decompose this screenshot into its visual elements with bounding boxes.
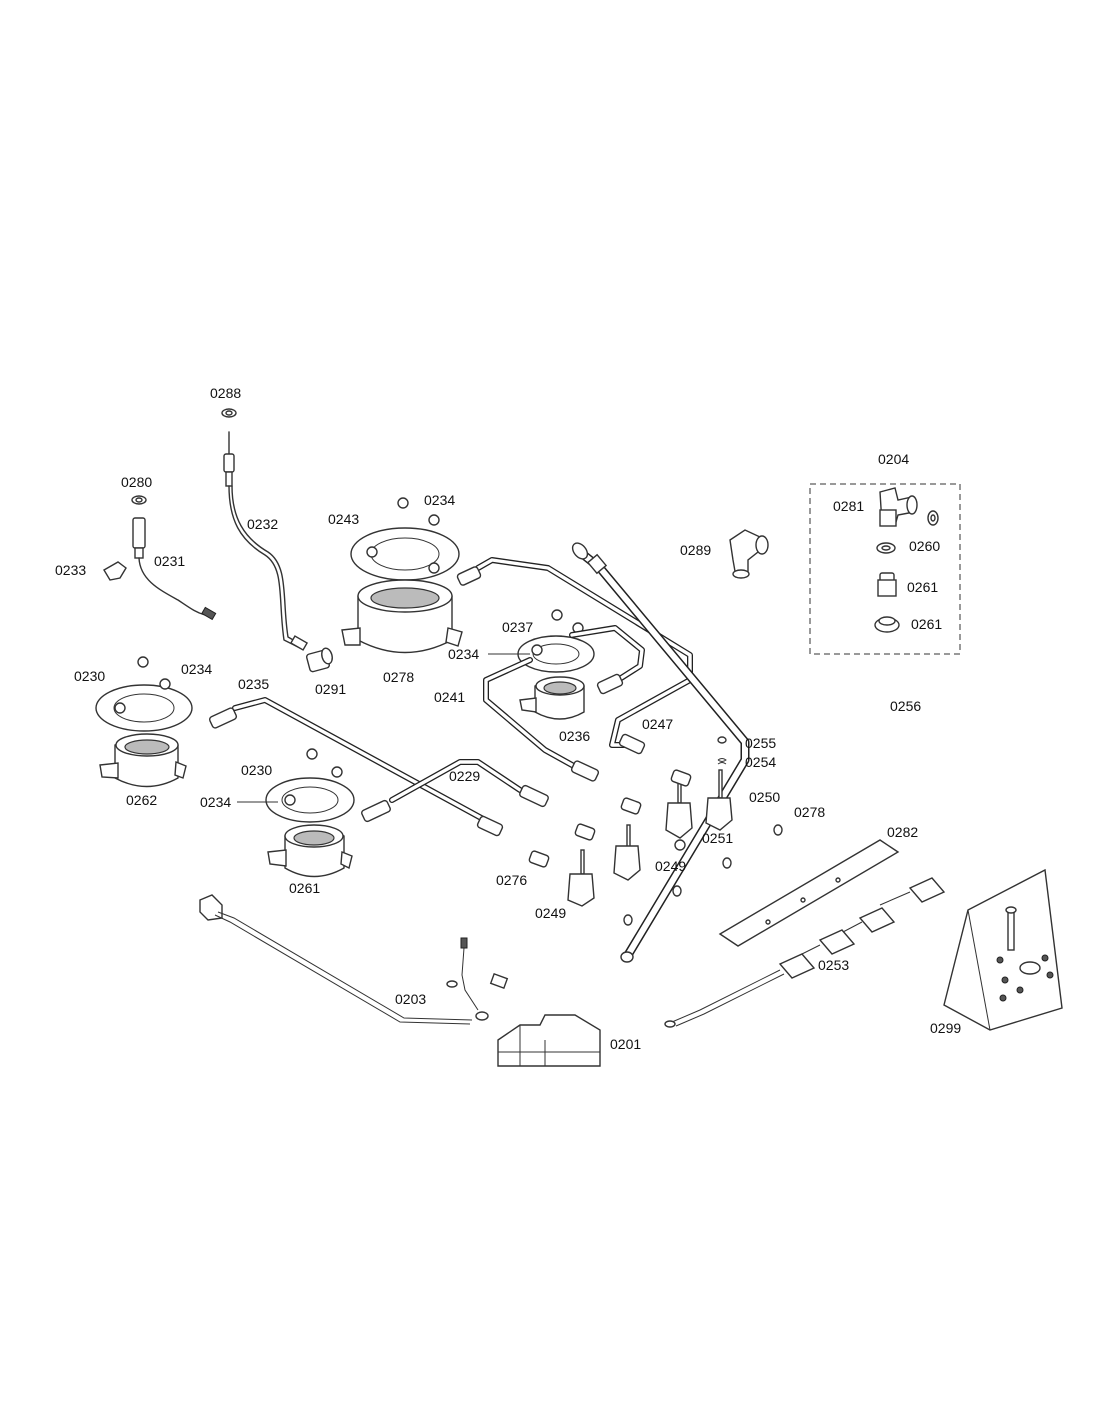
label-0256: 0256	[890, 698, 921, 714]
burner-rear-left	[341, 497, 463, 654]
label-0230-left: 0230	[74, 668, 105, 684]
label-0234-left: 0234	[181, 661, 212, 677]
label-0236: 0236	[559, 728, 590, 744]
label-0243: 0243	[328, 511, 359, 527]
control-module	[497, 1014, 601, 1067]
label-0229: 0229	[449, 768, 480, 784]
burner-front-center	[265, 748, 355, 878]
label-0201: 0201	[610, 1036, 641, 1052]
label-0299: 0299	[930, 1020, 961, 1036]
label-0249-left: 0249	[535, 905, 566, 921]
label-0249-right: 0249	[655, 858, 686, 874]
label-0247: 0247	[642, 716, 673, 732]
ignition-switch-rail	[664, 839, 946, 1028]
label-0280: 0280	[121, 474, 152, 490]
label-0203: 0203	[395, 991, 426, 1007]
label-0276: 0276	[496, 872, 527, 888]
label-0232: 0232	[247, 516, 278, 532]
label-0234-top: 0234	[424, 492, 455, 508]
label-0235: 0235	[238, 676, 269, 692]
label-0241: 0241	[434, 689, 465, 705]
label-0231: 0231	[154, 553, 185, 569]
leader-lines	[237, 653, 530, 803]
label-0237: 0237	[502, 619, 533, 635]
label-0257: 0260	[909, 538, 940, 554]
service-kit-bag	[943, 868, 1063, 1031]
label-0288: 0288	[210, 385, 241, 401]
gas-pipes	[208, 557, 693, 837]
label-0253: 0253	[818, 957, 849, 973]
label-0261-left: 0262	[126, 792, 157, 808]
label-0230-center: 0230	[241, 762, 272, 778]
label-0282: 0282	[887, 824, 918, 840]
label-0258: 0261	[907, 579, 938, 595]
label-0291: 0291	[315, 681, 346, 697]
burner-rear-center	[517, 609, 595, 720]
label-0254: 0254	[745, 754, 776, 770]
burner-front-left	[95, 656, 193, 788]
gas-connection-kit	[809, 483, 961, 655]
ignition-electrode	[103, 495, 217, 621]
elbow-fitting	[729, 529, 769, 579]
label-0278: 0278	[794, 804, 825, 820]
label-0255: 0255	[745, 735, 776, 751]
label-0234-bottom: 0234	[200, 794, 231, 810]
label-0262: 0278	[383, 669, 414, 685]
thermocouple	[221, 408, 333, 673]
gas-valves	[528, 736, 783, 926]
label-0260: 0261	[911, 616, 942, 632]
main-gas-tube	[571, 542, 750, 963]
label-0233: 0233	[55, 562, 86, 578]
label-0251: 0251	[702, 830, 733, 846]
label-0261-center: 0261	[289, 880, 320, 896]
label-0234-center: 0234	[448, 646, 479, 662]
wiring-harness	[199, 894, 509, 1025]
label-0281: 0281	[833, 498, 864, 514]
label-0250: 0250	[749, 789, 780, 805]
label-0204: 0204	[878, 451, 909, 467]
part-labels: 0288 0280 0232 0231 0233 0243 0234 0204 …	[55, 385, 961, 1052]
label-0289: 0289	[680, 542, 711, 558]
